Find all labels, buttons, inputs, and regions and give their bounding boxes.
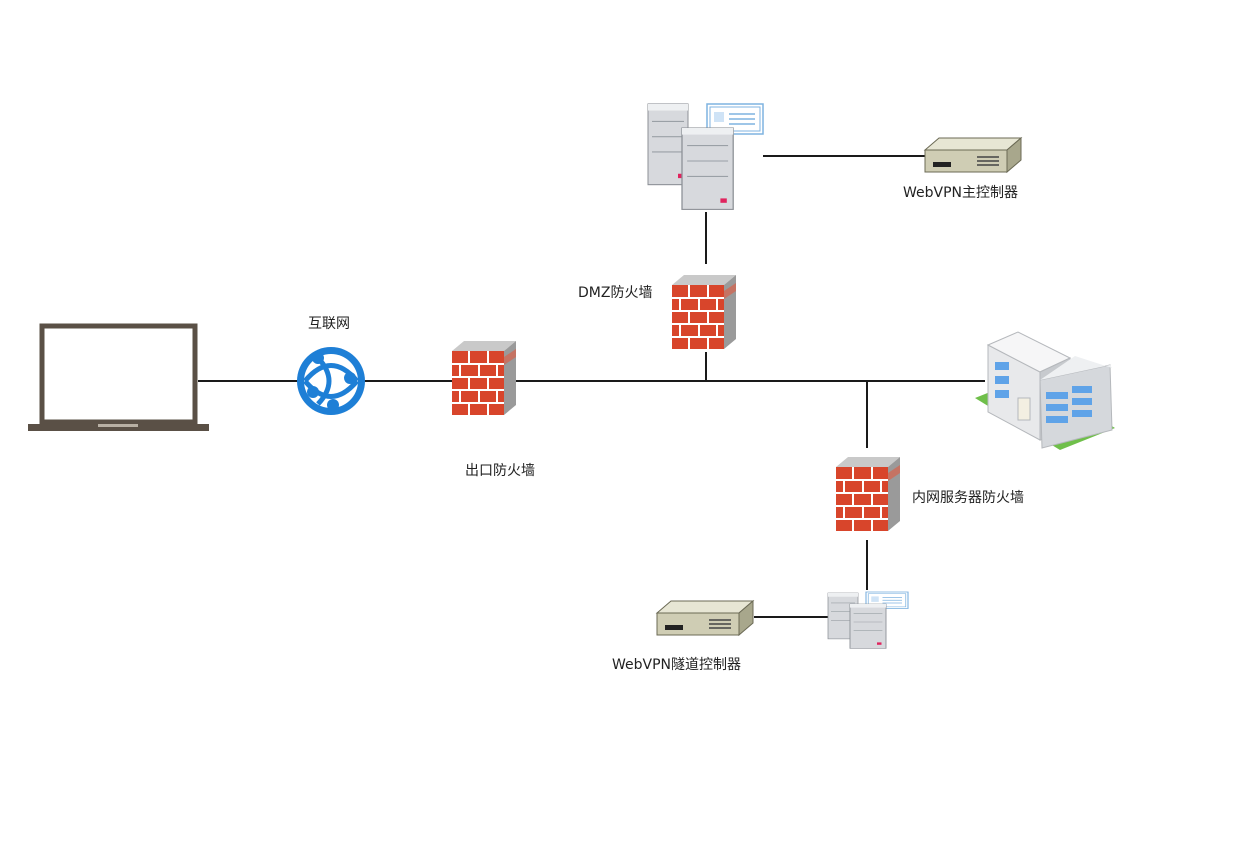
internal-server-certificate-icon [827, 591, 909, 649]
dmz-firewall-label: DMZ防火墙 [578, 285, 653, 301]
dmz-firewall-icon [671, 274, 737, 350]
internal-firewall-label: 内网服务器防火墙 [912, 490, 1024, 506]
tunnel-controller-appliance-icon [656, 600, 754, 636]
office-building-icon [975, 331, 1115, 450]
globe-icon [297, 347, 365, 415]
tunnel-controller-label: WebVPN隧道控制器 [612, 657, 742, 673]
laptop-icon [28, 323, 209, 431]
internet-label: 互联网 [308, 316, 350, 332]
exit-firewall-label: 出口防火墙 [465, 463, 535, 479]
exit-firewall-icon [451, 340, 517, 416]
dmz-server-certificate-icon [647, 103, 764, 211]
main-controller-appliance-icon [924, 137, 1022, 173]
internal-firewall-icon [835, 456, 901, 532]
main-controller-label: WebVPN主控制器 [903, 185, 1019, 201]
